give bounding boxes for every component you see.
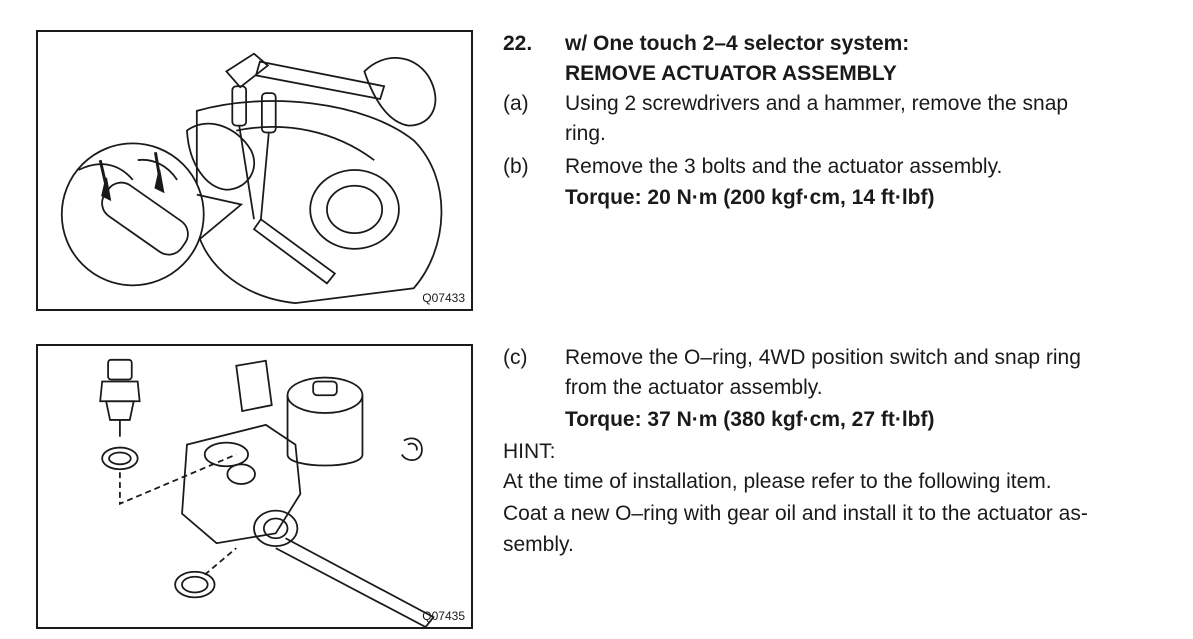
substep-text: from the actuator assembly. (565, 376, 823, 399)
substep-text: Using 2 screwdrivers and a hammer, remov… (565, 92, 1069, 115)
substep-label: (b) (503, 155, 529, 178)
substep-text: Remove the 3 bolts and the actuator asse… (565, 155, 1003, 178)
substep-text: ring. (565, 122, 606, 145)
illustration-actuator-assembly (99, 358, 435, 627)
illustration-snap-ring-removal (60, 52, 443, 304)
figure-code: Q07435 (422, 609, 465, 623)
figure-code: Q07433 (422, 291, 465, 305)
figure-actuator-exploded: Q07435 (36, 344, 473, 629)
substep-text: Remove the O–ring, 4WD position switch a… (565, 346, 1081, 369)
torque-spec: Torque: 37 N·m (380 kgf·cm, 27 ft·lbf) (565, 408, 935, 431)
hint-text: At the time of installation, please refe… (503, 470, 1052, 493)
step-title-line2: REMOVE ACTUATOR ASSEMBLY (565, 62, 897, 85)
figure-screwdriver-hammer: Q07433 (36, 30, 473, 311)
hint-text: Coat a new O–ring with gear oil and inst… (503, 502, 1088, 525)
torque-spec: Torque: 20 N·m (200 kgf·cm, 14 ft·lbf) (565, 186, 935, 209)
step-title-line1: w/ One touch 2–4 selector system: (565, 32, 910, 55)
hint-heading: HINT: (503, 440, 556, 463)
substep-label: (a) (503, 92, 529, 115)
substep-label: (c) (503, 346, 528, 369)
step-number: 22. (503, 32, 533, 55)
hint-text: sembly. (503, 533, 574, 556)
